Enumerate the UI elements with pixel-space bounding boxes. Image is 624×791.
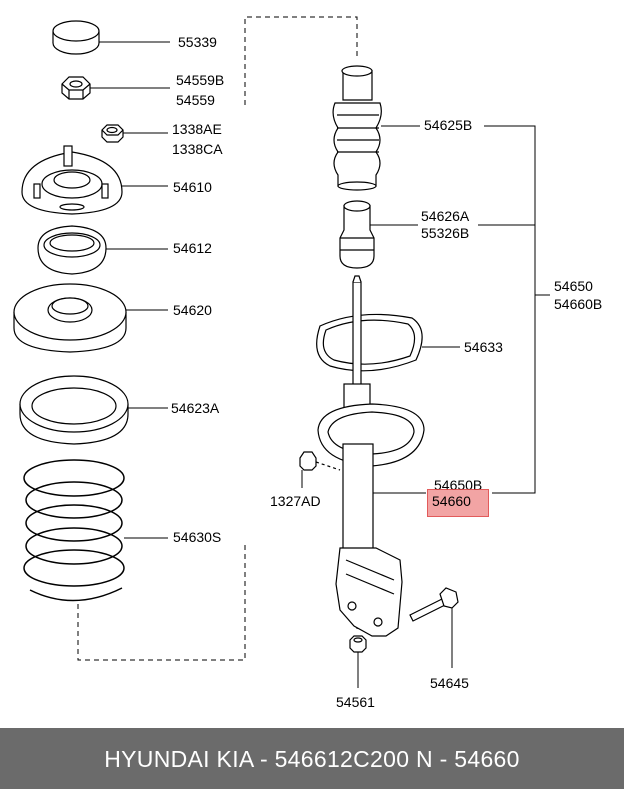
coil-spring-54630S bbox=[23, 459, 125, 602]
bearing-54612 bbox=[37, 225, 107, 275]
callout-54650: 54650 bbox=[554, 278, 593, 294]
cap-55339 bbox=[52, 20, 100, 55]
callout-54633: 54633 bbox=[464, 339, 503, 355]
callout-54660B: 54660B bbox=[554, 296, 603, 312]
nut-54561 bbox=[349, 635, 367, 653]
highlight-box bbox=[427, 489, 489, 517]
nut-1338AE bbox=[101, 124, 124, 143]
callout-54630S: 54630S bbox=[173, 529, 222, 545]
callout-54625B: 54625B bbox=[424, 117, 473, 133]
strut-assembly-54660 bbox=[299, 275, 425, 637]
callout-54620: 54620 bbox=[173, 302, 212, 318]
callout-54660: 54660 bbox=[432, 493, 471, 509]
diagram-drawing bbox=[13, 16, 550, 688]
bump-stop-54626A bbox=[339, 200, 375, 269]
callout-55326B: 55326B bbox=[421, 225, 470, 241]
callout-54645: 54645 bbox=[430, 675, 469, 691]
nut-54559 bbox=[61, 76, 91, 100]
footer-text: HYUNDAI KIA - 546612C200 N - 54660 bbox=[104, 746, 520, 772]
callout-54626A: 54626A bbox=[421, 208, 470, 224]
insulator-54633 bbox=[316, 313, 423, 372]
callout-54561: 54561 bbox=[336, 694, 375, 710]
callout-1327AD: 1327AD bbox=[270, 493, 321, 509]
spring-seat-54620 bbox=[13, 283, 127, 353]
callout-54559B: 54559B bbox=[176, 72, 225, 88]
strut-mount-54610 bbox=[21, 145, 123, 215]
bolt-54645 bbox=[409, 587, 459, 622]
callout-54623A: 54623A bbox=[171, 400, 220, 416]
callout-54612: 54612 bbox=[173, 240, 212, 256]
callout-55339: 55339 bbox=[178, 34, 217, 50]
spring-pad-54623A bbox=[19, 375, 129, 445]
dust-boot-54625B bbox=[332, 65, 382, 191]
callout-54610: 54610 bbox=[173, 179, 212, 195]
callout-1338AE: 1338AE bbox=[172, 121, 222, 137]
callout-54559: 54559 bbox=[176, 92, 215, 108]
callout-1338CA: 1338CA bbox=[172, 141, 223, 157]
leader-lines bbox=[90, 41, 550, 688]
footer-bar: HYUNDAI KIA - 546612C200 N - 54660 bbox=[0, 728, 624, 789]
